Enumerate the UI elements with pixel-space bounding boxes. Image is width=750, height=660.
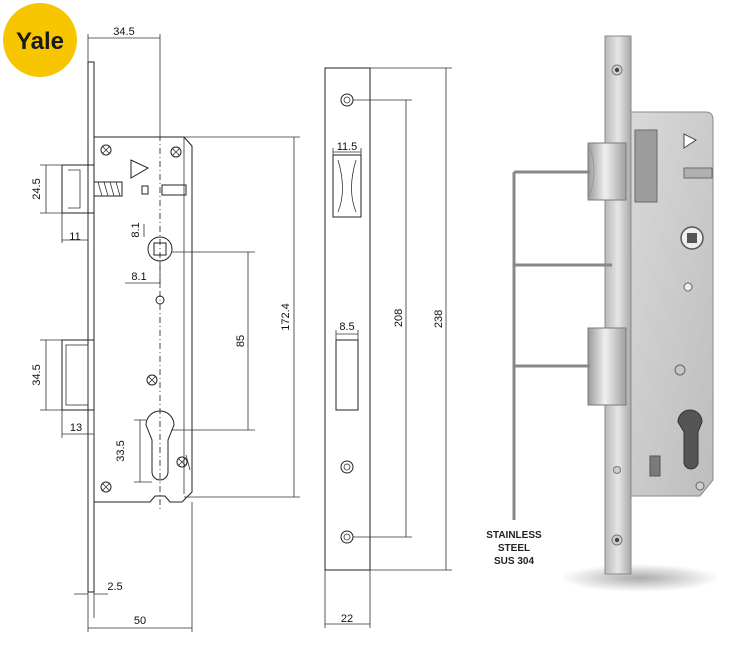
case-body — [93, 136, 193, 503]
callout-lines — [512, 170, 612, 520]
faceplate-outline — [324, 67, 371, 571]
product-screw-case — [674, 364, 686, 376]
pin-hole — [155, 295, 165, 305]
dim-cylinder-height: 33.5 — [115, 440, 127, 461]
dim-plate-width: 22 — [341, 613, 353, 625]
logo-text: Yale — [16, 28, 64, 55]
latch-direction-icon — [130, 159, 150, 179]
callout-line-3: SUS 304 — [494, 556, 534, 567]
material-callout: STAINLESS STEEL SUS 304 — [486, 170, 612, 567]
faceplate-view: 11.5 8.5 208 238 22 — [324, 67, 452, 628]
product-small-lever — [649, 455, 661, 477]
yale-logo: Yale — [3, 3, 77, 77]
callout-line-2: STEEL — [498, 543, 530, 554]
dim-latch-projection: 11 — [69, 231, 80, 243]
dim-follower-offset-v: 8.1 — [130, 222, 142, 237]
dim-screw-centers: 208 — [393, 309, 405, 327]
product-triangle-icon — [683, 133, 697, 149]
latch-bolt — [61, 164, 123, 214]
product-follower-square — [687, 233, 697, 243]
dim-plate-length: 238 — [433, 310, 445, 328]
product-case — [627, 111, 714, 497]
dim-faceplate-thickness: 2.5 — [107, 581, 122, 593]
faceplate-dimension-lines — [324, 67, 452, 628]
product-slot — [683, 167, 713, 179]
latch-slot — [332, 154, 362, 218]
slot-bar — [161, 184, 187, 196]
dim-latch-slot-width: 11.5 — [337, 141, 358, 153]
dim-top-width: 34.5 — [113, 26, 134, 38]
case-screws — [100, 144, 188, 493]
deadbolt — [61, 339, 95, 411]
product-cylinder-cutout — [677, 409, 703, 470]
front-dimension-lines — [40, 34, 300, 632]
dim-deadbolt-projection: 13 — [70, 422, 82, 434]
dim-follower-to-cylinder: 85 — [235, 335, 247, 347]
dim-backset: 50 — [134, 615, 146, 627]
product-latch-mechanism — [634, 129, 658, 203]
dim-latch-height: 24.5 — [31, 178, 43, 199]
slot-small — [141, 185, 149, 195]
faceplate-screw-holes — [340, 93, 354, 544]
product-latch — [587, 142, 627, 201]
front-view: 34.5 24.5 11 8.1 8.1 85 172.4 34.5 13 33… — [31, 26, 300, 632]
front-faceplate — [87, 61, 95, 593]
product-faceplate — [604, 35, 632, 575]
dim-deadbolt-height: 34.5 — [31, 364, 43, 385]
callout-line-1: STAINLESS — [486, 530, 542, 541]
follower — [147, 236, 173, 262]
product-shadow — [560, 564, 720, 592]
dim-follower-offset-h: 8.1 — [131, 271, 146, 283]
dim-bolt-slot-width: 8.5 — [339, 321, 354, 333]
product-screw-mid — [613, 466, 621, 474]
cylinder-cutout — [145, 410, 175, 481]
product-photo — [560, 35, 720, 592]
dim-body-height: 172.4 — [280, 303, 292, 331]
product-deadbolt — [587, 327, 627, 406]
logo-circle — [3, 3, 77, 77]
bolt-slot — [335, 339, 359, 411]
product-pin — [683, 282, 693, 292]
